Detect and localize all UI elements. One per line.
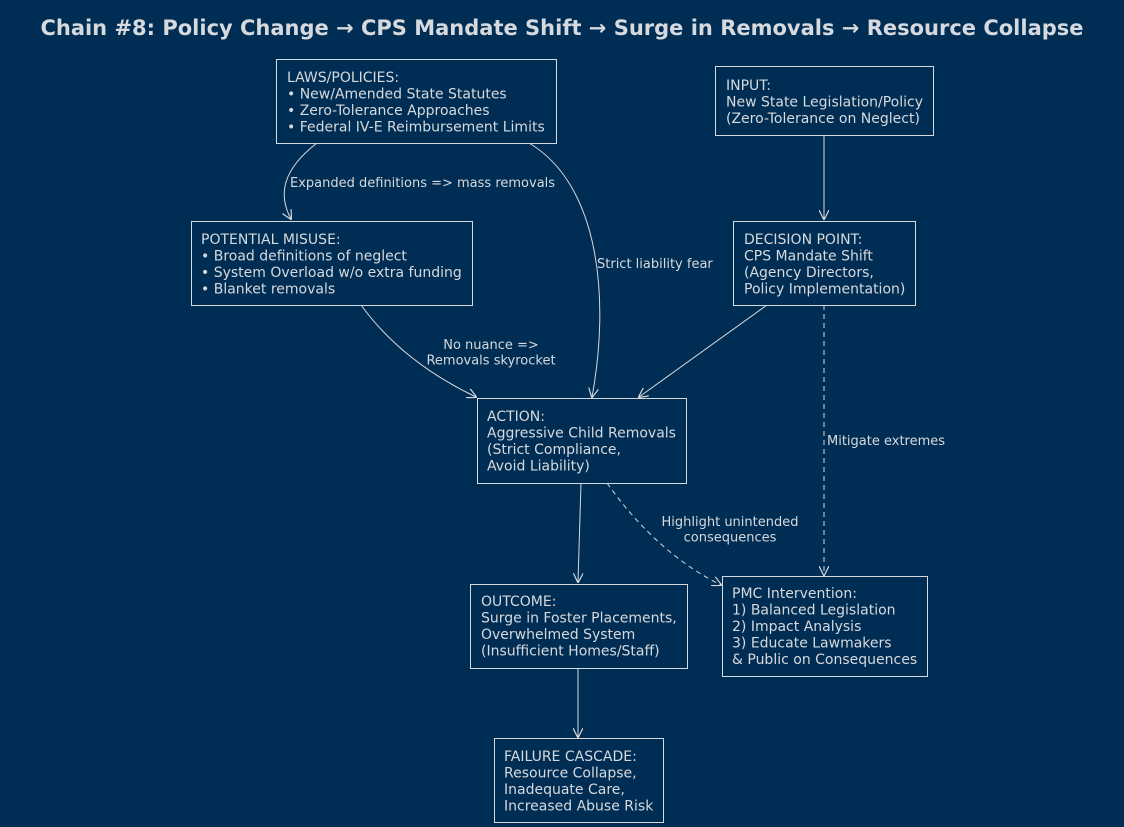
edge-label-laws-action: Strict liability fear [597, 257, 713, 272]
text-line: • Blanket removals [201, 282, 335, 298]
node-outcome: OUTCOME:Surge in Foster Placements,Overw… [470, 584, 688, 669]
edge-action-to-pmc [606, 482, 721, 585]
node-input: INPUT:New State Legislation/Policy(Zero-… [715, 66, 934, 136]
node-pmc-intervention: PMC Intervention:1) Balanced Legislation… [722, 576, 928, 677]
node-action-text: ACTION:Aggressive Child Removals(Strict … [487, 409, 676, 475]
text-line: Expanded definitions => mass removals [290, 176, 555, 191]
text-line: (Zero-Tolerance on Neglect) [726, 111, 920, 127]
text-line: DECISION POINT: [744, 232, 862, 248]
text-line: (Strict Compliance, [487, 442, 621, 458]
edge-laws-to-misuse [284, 142, 318, 219]
edge-label-decision-pmc: Mitigate extremes [827, 434, 945, 449]
text-line: • Federal IV-E Reimbursement Limits [287, 120, 545, 136]
node-potential-misuse-text: POTENTIAL MISUSE:• Broad definitions of … [201, 232, 462, 298]
text-line: POTENTIAL MISUSE: [201, 232, 341, 248]
text-line: 2) Impact Analysis [732, 619, 861, 635]
edge-laws-to-action [528, 142, 601, 397]
text-line: • Zero-Tolerance Approaches [287, 103, 490, 119]
node-potential-misuse: POTENTIAL MISUSE:• Broad definitions of … [191, 221, 473, 306]
text-line: FAILURE CASCADE: [504, 749, 637, 765]
edge-decision-to-action [639, 304, 768, 397]
text-line: • New/Amended State Statutes [287, 87, 507, 103]
text-line: Mitigate extremes [827, 434, 945, 449]
text-line: New State Legislation/Policy [726, 95, 923, 111]
node-outcome-text: OUTCOME:Surge in Foster Placements,Overw… [481, 594, 677, 660]
text-line: No nuance => [443, 338, 539, 353]
text-line: Avoid Liability) [487, 459, 590, 475]
text-line: • Broad definitions of neglect [201, 249, 407, 265]
text-line: Aggressive Child Removals [487, 426, 676, 442]
text-line: 1) Balanced Legislation [732, 603, 896, 619]
text-line: 3) Educate Lawmakers [732, 636, 892, 652]
node-laws-policies-text: LAWS/POLICIES:• New/Amended State Statut… [287, 70, 545, 136]
edge-label-laws-misuse: Expanded definitions => mass removals [290, 176, 555, 191]
text-line: Overwhelmed System [481, 627, 635, 643]
node-input-text: INPUT:New State Legislation/Policy(Zero-… [726, 78, 923, 127]
text-line: OUTCOME: [481, 594, 556, 610]
node-decision-point: DECISION POINT:CPS Mandate Shift(Agency … [733, 221, 916, 306]
text-line: Resource Collapse, [504, 766, 637, 782]
edge-misuse-to-action [360, 304, 476, 397]
text-line: Strict liability fear [597, 257, 713, 272]
diagram-title: Chain #8: Policy Change → CPS Mandate Sh… [40, 16, 1083, 40]
text-line: consequences [684, 531, 777, 546]
edge-action-to-outcome [578, 482, 581, 582]
text-line: Surge in Foster Placements, [481, 611, 677, 627]
node-decision-point-text: DECISION POINT:CPS Mandate Shift(Agency … [744, 232, 905, 298]
edges [284, 135, 824, 737]
text-line: Highlight unintended [662, 515, 799, 530]
text-line: • System Overload w/o extra funding [201, 265, 462, 281]
node-failure-cascade: FAILURE CASCADE:Resource Collapse,Inadeq… [494, 738, 664, 823]
text-line: (Agency Directors, [744, 265, 874, 281]
text-line: Inadequate Care, [504, 782, 625, 798]
text-line: & Public on Consequences [732, 652, 917, 668]
node-failure-cascade-text: FAILURE CASCADE:Resource Collapse,Inadeq… [504, 749, 654, 815]
text-line: LAWS/POLICIES: [287, 70, 399, 86]
text-line: CPS Mandate Shift [744, 249, 873, 265]
text-line: INPUT: [726, 78, 771, 94]
text-line: Removals skyrocket [426, 354, 555, 369]
text-line: PMC Intervention: [732, 586, 857, 602]
text-line: (Insufficient Homes/Staff) [481, 644, 660, 660]
text-line: Policy Implementation) [744, 282, 905, 298]
edge-label-misuse-action: No nuance =>Removals skyrocket [426, 338, 555, 369]
node-laws-policies: LAWS/POLICIES:• New/Amended State Statut… [276, 59, 557, 144]
edge-labels: Expanded definitions => mass removals St… [290, 176, 945, 546]
node-pmc-intervention-text: PMC Intervention:1) Balanced Legislation… [732, 586, 917, 668]
text-line: Increased Abuse Risk [504, 799, 654, 815]
text-line: ACTION: [487, 409, 545, 425]
node-action: ACTION:Aggressive Child Removals(Strict … [477, 398, 687, 484]
